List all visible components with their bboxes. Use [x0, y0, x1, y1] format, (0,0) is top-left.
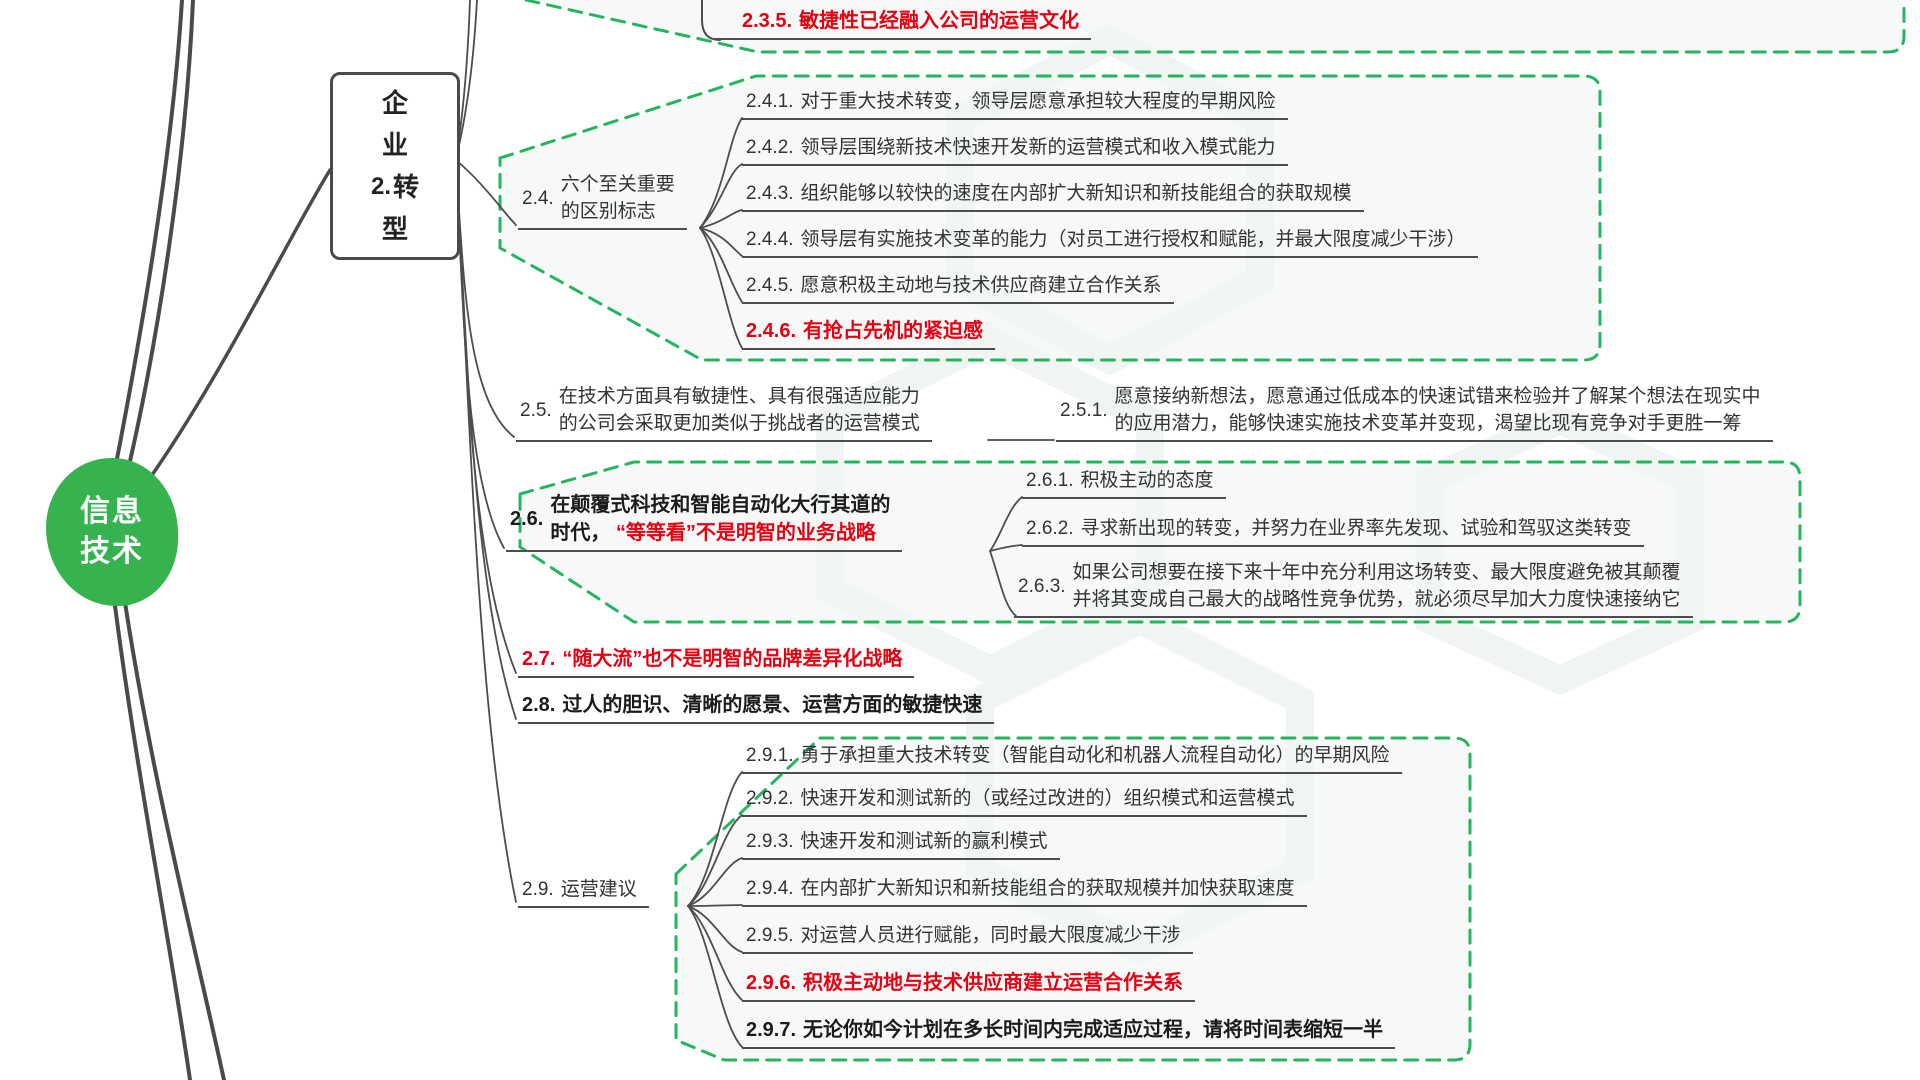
- node-text-line2: 并将其变成自己最大的战略性竞争优势，就必须尽早加大力度快速接纳它: [1072, 589, 1681, 610]
- branch2-char: 转: [393, 172, 420, 202]
- node-number: 2.4.5.: [746, 275, 794, 296]
- node-number: 2.6.1.: [1026, 470, 1074, 491]
- node-2-6-2[interactable]: 2.6.2. 寻求新出现的转变，并努力在业界率先发现、试验和驾驭这类转变: [1022, 515, 1644, 547]
- node-number: 2.9.1.: [746, 745, 794, 766]
- node-text-line2: 的区别标志: [560, 201, 656, 222]
- node-number: 2.6.2.: [1026, 518, 1074, 539]
- node-2-9-7[interactable]: 2.9.7. 无论你如今计划在多长时间内完成适应过程，请将时间表缩短一半: [742, 1017, 1396, 1049]
- node-text: 领导层有实施技术变革的能力（对员工进行授权和赋能，并最大限度减少干涉）: [800, 229, 1466, 250]
- node-text: 快速开发和测试新的（或经过改进的）组织模式和运营模式: [800, 788, 1295, 809]
- trunk-lines: [112, 0, 332, 1080]
- node-text-line2: 的应用潜力，能够快速实施技术变革并变现，渴望比现有竞争对手更胜一筹: [1114, 413, 1742, 434]
- node-number: 2.4.: [522, 187, 554, 209]
- node-2-9-3[interactable]: 2.9.3. 快速开发和测试新的赢利模式: [742, 828, 1060, 860]
- node-text: “随大流”也不是明智的品牌差异化战略: [562, 648, 903, 670]
- node-number: 2.6.: [510, 508, 544, 530]
- branch-2-node[interactable]: 企 业 2. 转 型: [330, 72, 460, 260]
- node-number: 2.4.3.: [746, 183, 794, 204]
- central-topic-line1: 信息: [80, 495, 144, 528]
- branch2-char: 企: [381, 88, 408, 118]
- node-2-4-2[interactable]: 2.4.2. 领导层围绕新技术快速开发新的运营模式和收入模式能力: [742, 134, 1288, 166]
- node-text-line1: 在技术方面具有敏捷性、具有很强适应能力: [558, 386, 920, 407]
- node-number: 2.9.4.: [746, 878, 794, 899]
- node-2-3-5[interactable]: 2.3.5. 敏捷性已经融入公司的运营文化: [714, 8, 1092, 40]
- node-number: 2.6.3.: [1018, 575, 1066, 597]
- central-topic-node[interactable]: 信息 技术: [46, 458, 178, 606]
- node-2-6-3[interactable]: 2.6.3. 如果公司想要在接下来十年中充分利用这场转变、最大限度避免被其颠覆 …: [1014, 559, 1693, 618]
- node-text: 领导层围绕新技术快速开发新的运营模式和收入模式能力: [800, 137, 1276, 158]
- node-number: 2.9.7.: [746, 1019, 797, 1041]
- node-text: 对于重大技术转变，领导层愿意承担较大程度的早期风险: [800, 91, 1276, 112]
- node-text: 寻求新出现的转变，并努力在业界率先发现、试验和驾驭这类转变: [1080, 518, 1632, 539]
- node-2-9-2[interactable]: 2.9.2. 快速开发和测试新的（或经过改进的）组织模式和运营模式: [742, 785, 1307, 817]
- boundary-2-4: [498, 74, 1602, 362]
- node-2-9-1[interactable]: 2.9.1. 勇于承担重大技术转变（智能自动化和机器人流程自动化）的早期风险: [742, 742, 1402, 774]
- node-number: 2.9.6.: [746, 972, 797, 994]
- node-text: 过人的胆识、清晰的愿景、运营方面的敏捷快速: [562, 694, 983, 716]
- node-text-line1: 六个至关重要: [560, 174, 675, 195]
- boundary-2-9: [674, 736, 1472, 1062]
- node-text: 敏捷性已经融入公司的运营文化: [799, 10, 1080, 32]
- node-2-6-label[interactable]: 2.6. 在颠覆式科技和智能自动化大行其道的 时代， “等等看”不是明智的业务战…: [506, 491, 903, 552]
- node-text: 积极主动地与技术供应商建立运营合作关系: [803, 972, 1184, 994]
- node-number: 2.9.: [522, 879, 554, 900]
- node-text: 有抢占先机的紧迫感: [803, 320, 984, 342]
- node-text-line2: 的公司会采取更加类似于挑战者的运营模式: [558, 413, 920, 434]
- branch2-number: 2.: [370, 173, 391, 200]
- node-number: 2.4.6.: [746, 320, 797, 342]
- node-text-line1: 在颠覆式科技和智能自动化大行其道的: [550, 494, 891, 516]
- node-text: 组织能够以较快的速度在内部扩大新知识和新技能组合的获取规模: [800, 183, 1352, 204]
- node-2-9-4[interactable]: 2.9.4. 在内部扩大新知识和新技能组合的获取规模并加快获取速度: [742, 875, 1307, 907]
- node-text: 积极主动的态度: [1080, 470, 1214, 491]
- node-text: 对运营人员进行赋能，同时最大限度减少干涉: [800, 925, 1181, 946]
- node-text: 愿意积极主动地与技术供应商建立合作关系: [800, 275, 1162, 296]
- node-2-4-3[interactable]: 2.4.3. 组织能够以较快的速度在内部扩大新知识和新技能组合的获取规模: [742, 180, 1364, 212]
- node-2-6-1[interactable]: 2.6.1. 积极主动的态度: [1022, 467, 1226, 499]
- node-2-7[interactable]: 2.7. “随大流”也不是明智的品牌差异化战略: [518, 646, 915, 678]
- node-text: 勇于承担重大技术转变（智能自动化和机器人流程自动化）的早期风险: [800, 745, 1390, 766]
- node-number: 2.5.1.: [1060, 399, 1108, 421]
- node-number: 2.3.5.: [742, 10, 793, 32]
- node-text: 在内部扩大新知识和新技能组合的获取规模并加快获取速度: [800, 878, 1295, 899]
- node-text: 快速开发和测试新的赢利模式: [800, 831, 1048, 852]
- node-2-4-6[interactable]: 2.4.6. 有抢占先机的紧迫感: [742, 318, 996, 350]
- node-number: 2.9.3.: [746, 831, 794, 852]
- node-text-line1: 如果公司想要在接下来十年中充分利用这场转变、最大限度避免被其颠覆: [1072, 562, 1681, 583]
- node-number: 2.7.: [522, 648, 556, 670]
- node-number: 2.8.: [522, 694, 556, 716]
- node-number: 2.4.4.: [746, 229, 794, 250]
- node-2-5-1[interactable]: 2.5.1. 愿意接纳新想法，愿意通过低成本的快速试错来检验并了解某个想法在现实…: [1056, 383, 1773, 442]
- node-2-4-label[interactable]: 2.4. 六个至关重要 的区别标志: [518, 171, 687, 230]
- node-text-black: 时代，: [550, 522, 611, 544]
- node-2-9-5[interactable]: 2.9.5. 对运营人员进行赋能，同时最大限度减少干涉: [742, 922, 1193, 954]
- node-number: 2.4.1.: [746, 91, 794, 112]
- boundary-2-6: [518, 460, 1802, 624]
- central-topic-line2: 技术: [80, 535, 144, 568]
- node-2-9-label[interactable]: 2.9. 运营建议: [518, 876, 649, 908]
- node-text-line1: 愿意接纳新想法，愿意通过低成本的快速试错来检验并了解某个想法在现实中: [1114, 386, 1761, 407]
- node-2-5[interactable]: 2.5. 在技术方面具有敏捷性、具有很强适应能力 的公司会采取更加类似于挑战者的…: [516, 383, 932, 442]
- node-number: 2.5.: [520, 399, 552, 421]
- node-text-red: “等等看”不是明智的业务战略: [615, 522, 876, 544]
- node-2-8[interactable]: 2.8. 过人的胆识、清晰的愿景、运营方面的敏捷快速: [518, 692, 995, 724]
- node-number: 2.9.5.: [746, 925, 794, 946]
- node-2-4-4[interactable]: 2.4.4. 领导层有实施技术变革的能力（对员工进行授权和赋能，并最大限度减少干…: [742, 226, 1478, 258]
- edge-central-to-branch2: [148, 168, 332, 480]
- node-2-4-1[interactable]: 2.4.1. 对于重大技术转变，领导层愿意承担较大程度的早期风险: [742, 88, 1288, 120]
- branch2-char: 型: [381, 214, 408, 244]
- boundary-2-3: [524, 0, 1906, 54]
- node-text: 运营建议: [560, 879, 637, 900]
- branch2-char: 业: [381, 130, 408, 160]
- node-text: 无论你如今计划在多长时间内完成适应过程，请将时间表缩短一半: [803, 1019, 1384, 1041]
- node-number: 2.9.2.: [746, 788, 794, 809]
- node-number: 2.4.2.: [746, 137, 794, 158]
- node-text-line2: 时代， “等等看”不是明智的业务战略: [550, 519, 890, 547]
- node-2-4-5[interactable]: 2.4.5. 愿意积极主动地与技术供应商建立合作关系: [742, 272, 1174, 304]
- node-2-9-6[interactable]: 2.9.6. 积极主动地与技术供应商建立运营合作关系: [742, 970, 1196, 1002]
